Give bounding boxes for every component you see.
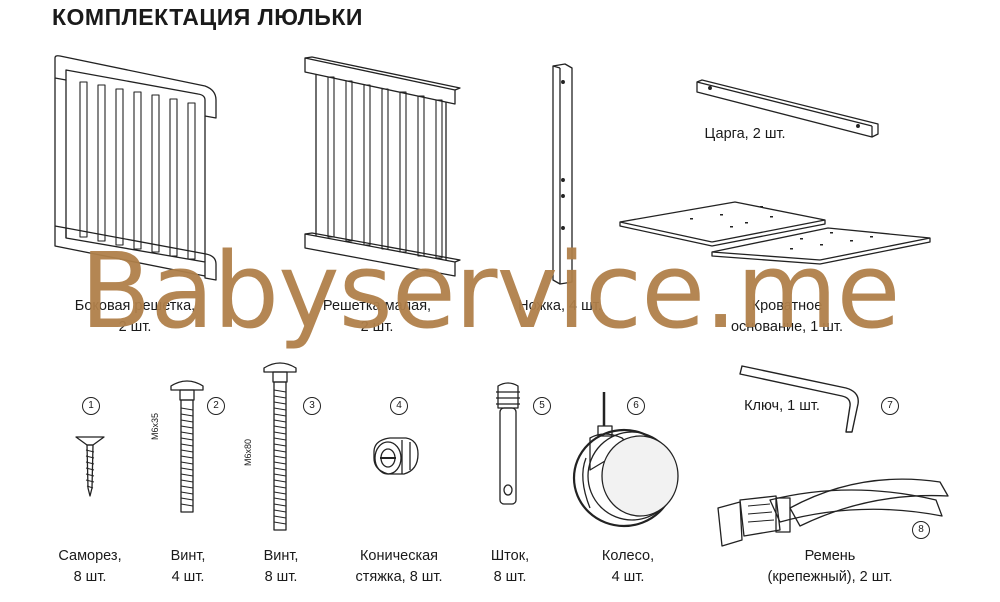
strap-drawing <box>717 478 949 547</box>
watermark-text: Babyservice.me <box>80 230 901 352</box>
wheel-qty: 4 шт. <box>611 569 645 585</box>
apron-name: Царга, 2 шт. <box>704 126 786 142</box>
side-rail-drawing <box>54 55 217 281</box>
small-rail-qty: 2 шт. <box>360 319 394 335</box>
rod-label: Шток, 8 шт. <box>472 546 548 588</box>
badge-8: 8 <box>912 521 930 539</box>
cone-nut-drawing <box>373 437 419 475</box>
cone-nut-qty: стяжка, 8 шт. <box>355 569 443 585</box>
bolt-80-mark: М6х80 <box>243 438 253 466</box>
bolt-35-qty: 4 шт. <box>171 569 205 585</box>
bolt-80-label: Винт, 8 шт. <box>243 546 319 588</box>
screw-qty: 8 шт. <box>73 569 107 585</box>
side-rail-name: Боковая решетка, <box>74 298 196 314</box>
rod-name: Шток, <box>490 548 530 564</box>
badge-1: 1 <box>82 397 100 415</box>
side-rail-label: Боковая решетка, 2 шт. <box>60 296 210 338</box>
rod-drawing <box>496 382 520 505</box>
leg-drawing <box>552 63 573 285</box>
badge-4: 4 <box>390 397 408 415</box>
badge-7: 7 <box>881 397 899 415</box>
screw-drawing <box>75 436 105 497</box>
bolt-80-name: Винт, <box>263 548 299 564</box>
strap-name: Ремень <box>804 548 856 564</box>
bed-base-label: Кроватное основание, 1 шт. <box>712 296 862 338</box>
strap-qty: (крепежный), 2 шт. <box>767 569 893 585</box>
wheel-name: Колесо, <box>601 548 655 564</box>
key-name: Ключ, 1 шт. <box>744 398 820 414</box>
leg-name: Ножка, 4 шт. <box>518 298 602 314</box>
apron-label: Царга, 2 шт. <box>690 124 800 145</box>
wheel-label: Колесо, 4 шт. <box>586 546 670 588</box>
wheel-drawing <box>572 392 679 528</box>
bed-base-name: Кроватное <box>751 298 823 314</box>
badge-5: 5 <box>533 397 551 415</box>
bolt-35-name: Винт, <box>170 548 206 564</box>
bed-base-drawing <box>619 201 931 265</box>
page-title: КОМПЛЕКТАЦИЯ ЛЮЛЬКИ <box>52 4 363 30</box>
strap-label: Ремень (крепежный), 2 шт. <box>750 546 910 588</box>
small-rail-label: Решетка малая, 2 шт. <box>302 296 452 338</box>
bed-base-qty: основание, 1 шт. <box>730 319 843 335</box>
bolt-35-label: Винт, 4 шт. <box>150 546 226 588</box>
small-rail-drawing <box>304 56 461 277</box>
screw-name: Саморез, <box>58 548 122 564</box>
key-label: Ключ, 1 шт. <box>732 396 832 417</box>
badge-3: 3 <box>303 397 321 415</box>
rod-qty: 8 шт. <box>493 569 527 585</box>
cone-nut-name: Коническая <box>359 548 439 564</box>
badge-6: 6 <box>627 397 645 415</box>
badge-2: 2 <box>207 397 225 415</box>
cone-nut-label: Коническая стяжка, 8 шт. <box>344 546 454 588</box>
bolt-35-drawing <box>170 380 204 513</box>
screw-label: Саморез, 8 шт. <box>44 546 136 588</box>
bolt-35-mark: М6х35 <box>150 412 160 440</box>
key-drawing <box>739 365 859 433</box>
bolt-80-drawing <box>263 362 297 531</box>
bolt-80-qty: 8 шт. <box>264 569 298 585</box>
small-rail-name: Решетка малая, <box>322 298 432 314</box>
leg-label: Ножка, 4 шт. <box>500 296 620 317</box>
side-rail-qty: 2 шт. <box>118 319 152 335</box>
apron-drawing <box>696 79 879 138</box>
